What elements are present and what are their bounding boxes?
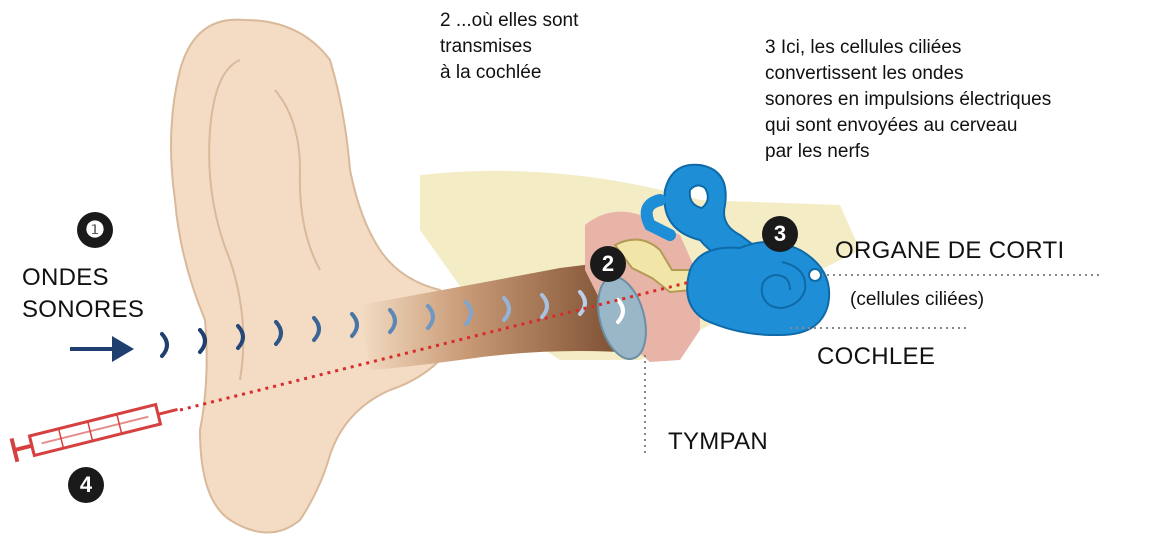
organe-de-corti-label: ORGANE DE CORTI bbox=[835, 237, 1064, 265]
outer-ear-pinna bbox=[171, 20, 440, 533]
note2-line1: 2 ...où elles sont bbox=[440, 8, 578, 34]
step-3-badge: 3 bbox=[762, 216, 798, 252]
step-4-badge: 4 bbox=[68, 467, 104, 503]
note-step-2: 2 ...où elles sont transmises à la cochl… bbox=[440, 8, 578, 86]
cochlee-label: COCHLEE bbox=[817, 343, 935, 371]
ondes-line: ONDES bbox=[22, 262, 144, 294]
note2-line2: transmises bbox=[440, 34, 578, 60]
ondes-sonores-label: ONDES SONORES bbox=[22, 262, 144, 326]
note3-line5: par les nerfs bbox=[765, 139, 1051, 165]
note3-line4: qui sont envoyées au cerveau bbox=[765, 113, 1051, 139]
cellules-ciliees-label: (cellules ciliées) bbox=[850, 289, 984, 311]
note3-line2: convertissent les ondes bbox=[765, 61, 1051, 87]
syringe-icon bbox=[12, 398, 181, 462]
note3-line3: sonores en impulsions électriques bbox=[765, 87, 1051, 113]
note2-line3: à la cochlée bbox=[440, 60, 578, 86]
note-step-3: 3 Ici, les cellules ciliées convertissen… bbox=[765, 35, 1051, 165]
arrow-right-icon bbox=[70, 336, 134, 362]
note3-line1: 3 Ici, les cellules ciliées bbox=[765, 35, 1051, 61]
step-1-badge: ❶ bbox=[77, 212, 113, 248]
step-2-badge: 2 bbox=[590, 246, 626, 282]
sonores-line: SONORES bbox=[22, 294, 144, 326]
cochlea bbox=[687, 242, 829, 335]
tympan-label: TYMPAN bbox=[668, 428, 768, 456]
organe-corti-marker bbox=[809, 269, 821, 281]
